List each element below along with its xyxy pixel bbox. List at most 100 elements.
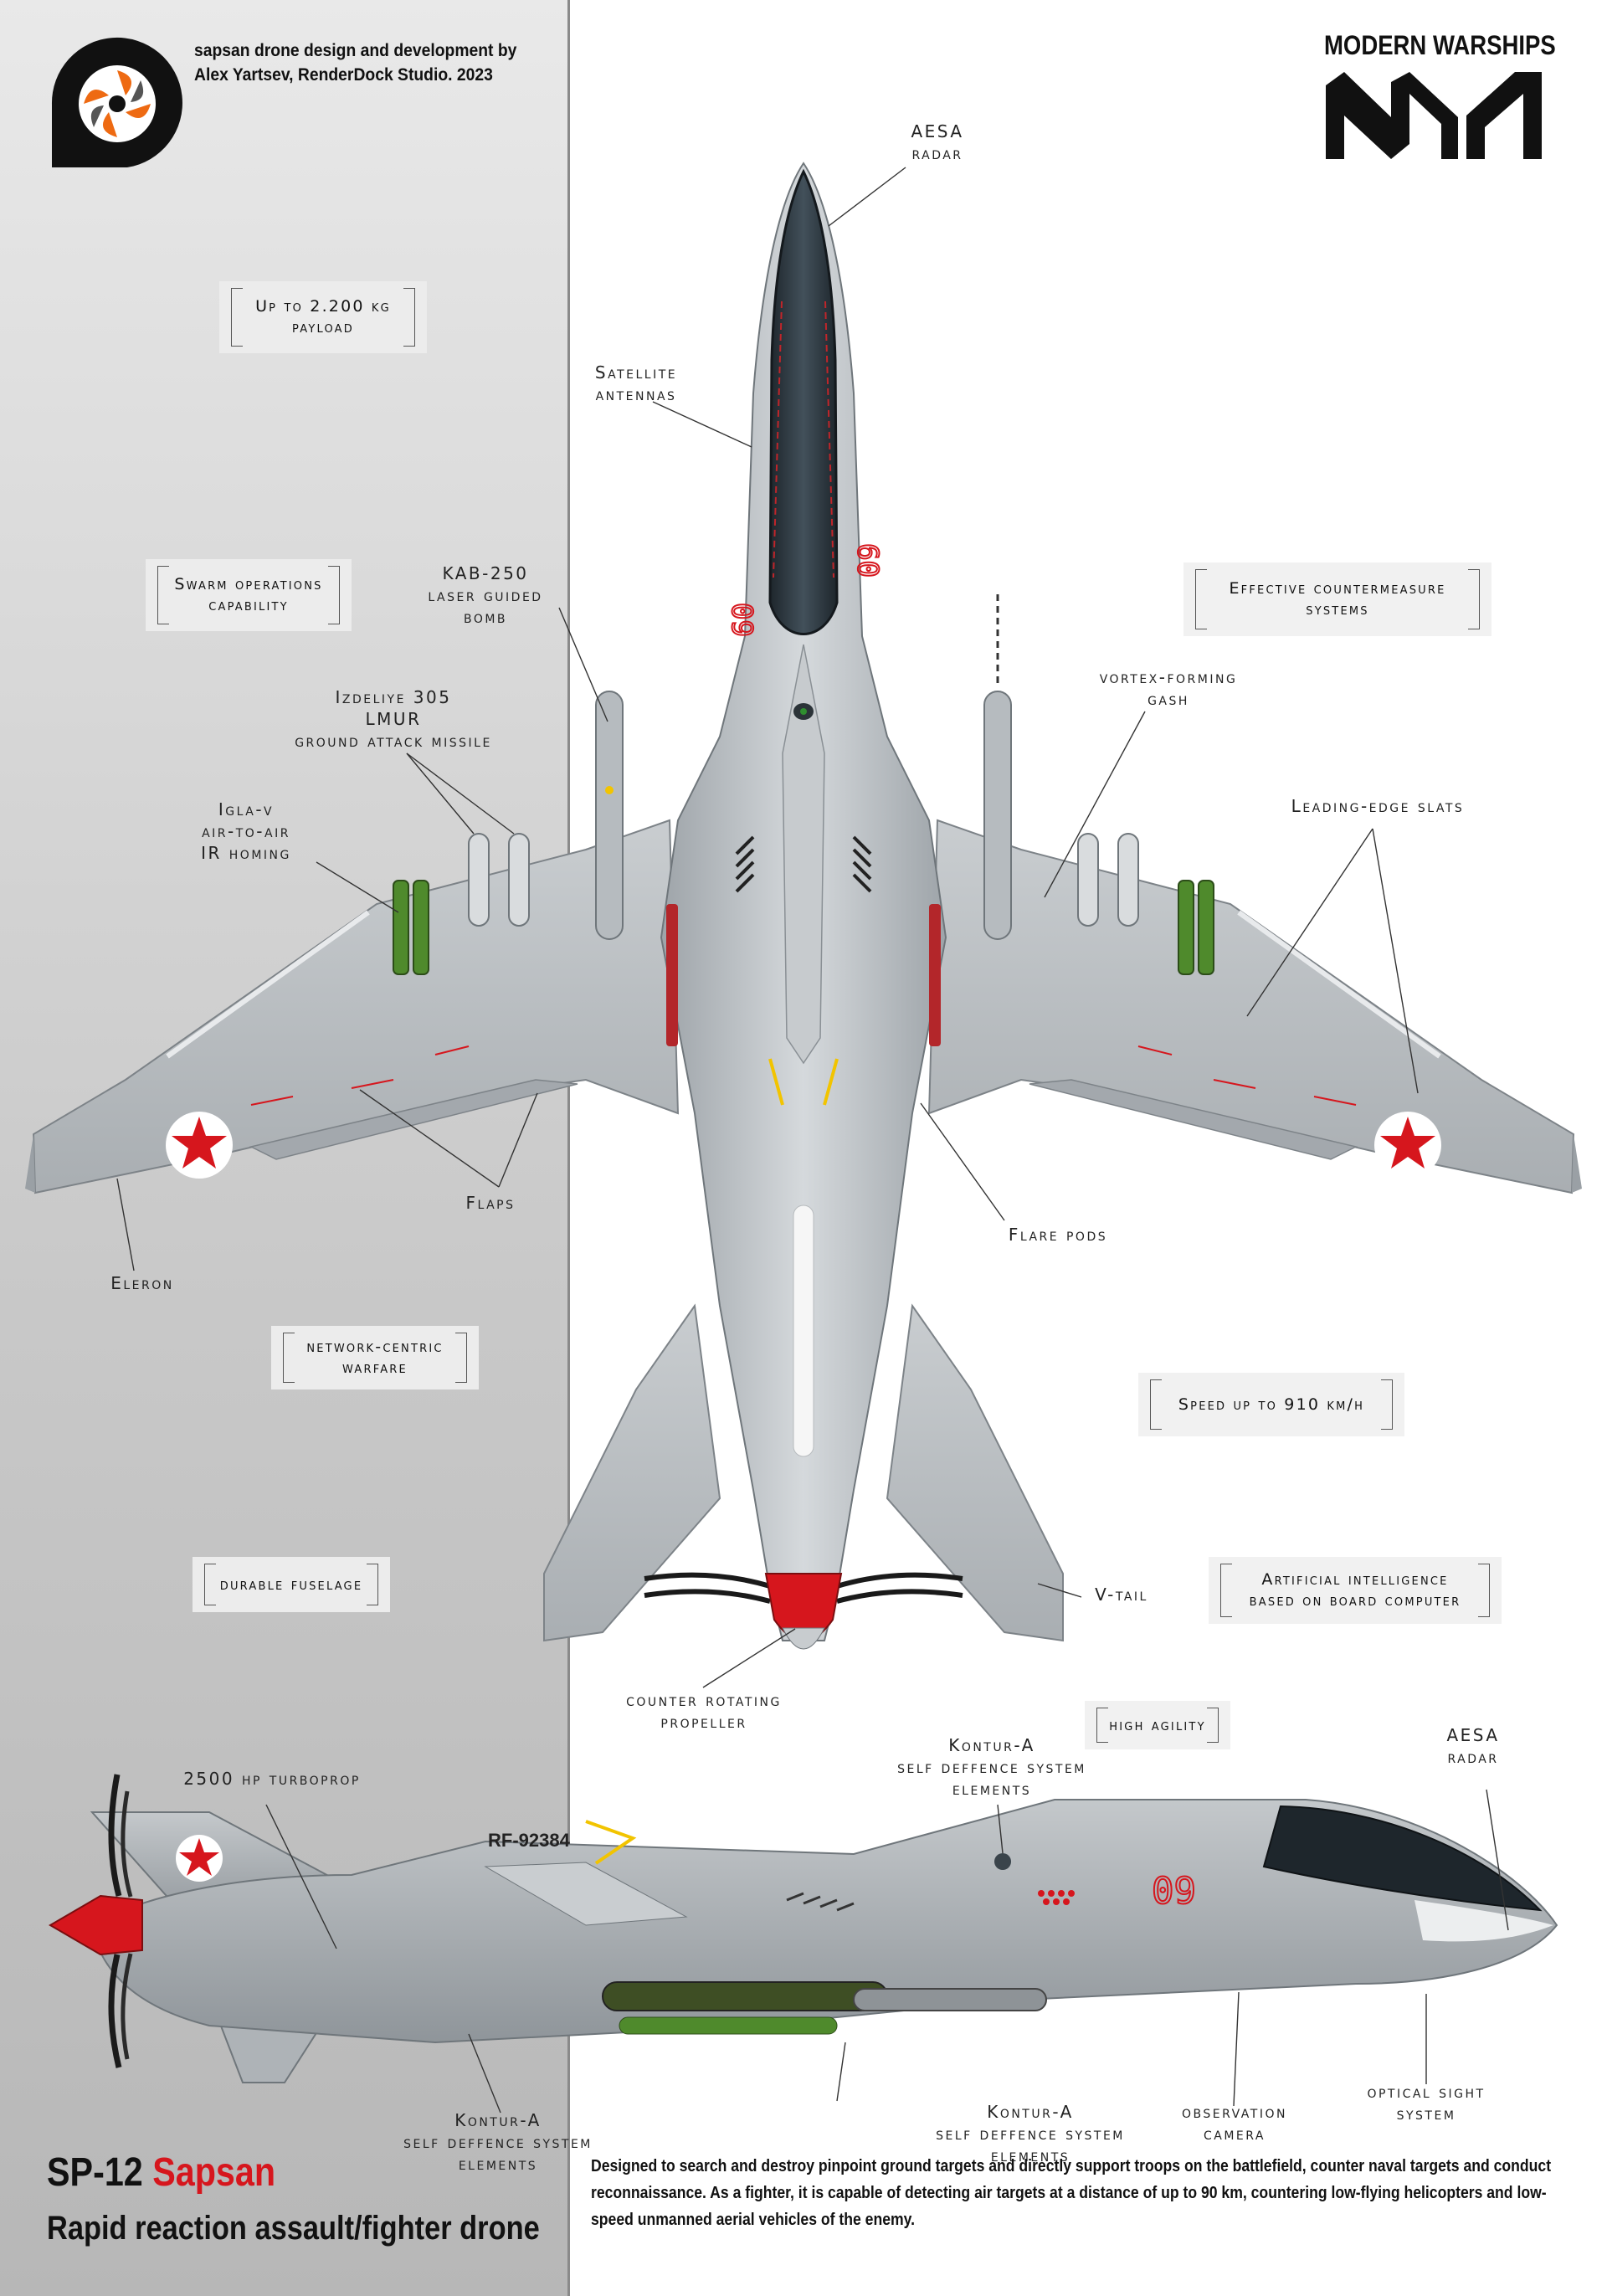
feature-fuselage-line-1: durable fuselage <box>219 1574 363 1594</box>
left-wing-flaps <box>249 1079 578 1160</box>
callout-eleron-line-1: Eleron <box>110 1273 174 1293</box>
feature-network-line-2: warfare <box>342 1359 408 1377</box>
feature-swarm-line-1: Swarm operations <box>174 575 323 593</box>
right-v-tail <box>886 1303 1064 1642</box>
feature-network-box: network-centric warfare <box>271 1326 479 1389</box>
callout-observation-line-1: observation <box>1182 2102 1287 2122</box>
svg-text:09: 09 <box>853 543 886 578</box>
callout-kontur-top: Kontur-A self deffence system elements <box>887 1734 1096 1800</box>
right-wing-flaps <box>1029 1079 1358 1160</box>
feature-payload-line-2: payload <box>292 318 354 336</box>
callout-satellite-line-1: Satellite <box>594 362 678 383</box>
callout-slats: Leading-edge slats <box>1259 795 1497 817</box>
callout-igla-line-2: air-to-air <box>202 821 290 841</box>
callout-aesa-top-line-1: AESA <box>911 121 964 141</box>
mw-logo-icon <box>1326 72 1542 159</box>
callout-slats-line-1: Leading-edge slats <box>1291 796 1465 816</box>
callout-flare-line-1: Flare pods <box>1008 1225 1108 1245</box>
product-subtitle: Rapid reaction assault/fighter drone <box>47 2210 540 2247</box>
kab-250-bomb-right <box>983 691 1012 940</box>
feature-ai-box: Artificial intelligence based on board c… <box>1209 1557 1502 1624</box>
side-number: 09 <box>1152 1870 1196 1913</box>
kab-250-bomb-left <box>595 691 624 940</box>
callout-aesa-top: AESA radar <box>887 121 988 164</box>
leader-lines <box>116 167 1509 2114</box>
callout-lmur: Izdeliye 305 LMUR ground attack missile <box>268 686 519 752</box>
callout-observation: observation camera <box>1163 2101 1306 2144</box>
callout-satellite: Satellite antennas <box>569 362 703 405</box>
callout-optical: optical sight system <box>1351 2081 1502 2124</box>
callout-lmur-line-3: ground attack missile <box>295 731 492 751</box>
callout-kab-line-2: laser guided <box>428 585 543 605</box>
callout-turboprop-line-1: 2500 hp turboprop <box>183 1769 361 1789</box>
feature-agility-line-1: high agility <box>1109 1715 1206 1734</box>
feature-countermeasure-box: Effective countermeasure systems <box>1183 562 1491 636</box>
callout-optical-line-1: optical sight <box>1367 2082 1486 2102</box>
product-description: Designed to search and destroy pinpoint … <box>591 2157 1552 2229</box>
callout-aesa-side-line-1: AESA <box>1446 1725 1500 1745</box>
feature-payload-box: Up to 2.200 kg payload <box>219 281 427 353</box>
product-name: SP-12 Sapsan <box>47 2150 275 2196</box>
callout-flare: Flare pods <box>993 1224 1123 1246</box>
callout-aesa-top-line-2: radar <box>911 143 963 163</box>
feature-swarm-line-2: capability <box>208 596 289 614</box>
callout-propeller-line-2: propeller <box>660 1712 747 1732</box>
callout-vortex-line-2: gash <box>1147 689 1189 709</box>
drone-side-view: RF-92384 09 <box>49 1774 1558 2083</box>
canopy <box>768 168 839 635</box>
callout-kontur-left-line-2: self deffence system <box>403 2132 593 2152</box>
callout-flaps: Flaps <box>449 1192 532 1214</box>
callout-propeller-line-1: counter rotating <box>626 1690 782 1710</box>
right-red-star-icon <box>1374 1112 1441 1179</box>
side-red-star-icon <box>176 1835 223 1882</box>
renderdock-logo-icon <box>51 37 182 167</box>
tail-number: RF-92384 <box>488 1830 571 1851</box>
callout-flaps-line-1: Flaps <box>465 1193 516 1213</box>
lmur-missiles <box>468 833 1139 927</box>
credit-text: sapsan drone design and development by A… <box>194 39 516 87</box>
callout-vortex: vortex-forming gash <box>1076 666 1260 710</box>
brand-title: MODERN WARSHIPS <box>1324 30 1556 60</box>
callout-kontur-mid-line-1: Kontur-A <box>987 2102 1074 2122</box>
feature-countermeasure-line-2: systems <box>1306 600 1369 619</box>
callout-kontur-mid: Kontur-A self deffence system elements <box>926 2101 1135 2166</box>
credit-line-2: Alex Yartsev, RenderDock Studio. 2023 <box>194 65 493 85</box>
callout-igla: Igla-v air-to-air IR homing <box>179 799 313 864</box>
credit-line-1: sapsan drone design and development by <box>194 41 517 60</box>
feature-speed-box: Speed up to 910 km/h <box>1138 1373 1404 1436</box>
callout-kontur-mid-line-2: self deffence system <box>936 2124 1125 2144</box>
callout-kontur-mid-line-3: elements <box>990 2145 1070 2165</box>
callout-eleron: Eleron <box>100 1272 184 1294</box>
left-red-star-icon <box>166 1112 233 1179</box>
callout-vtail: V-tail <box>1080 1584 1163 1605</box>
feature-fuselage-box: durable fuselage <box>193 1557 390 1612</box>
callout-turboprop: 2500 hp turboprop <box>167 1768 377 1790</box>
counter-rotating-propeller <box>644 1572 963 1650</box>
panel-divider <box>567 0 570 2296</box>
side-weapons <box>602 1981 1047 2035</box>
callout-aesa-side: AESA radar <box>1431 1724 1515 1768</box>
feature-network-line-1: network-centric <box>306 1338 444 1356</box>
callout-observation-line-2: camera <box>1203 2124 1266 2144</box>
feature-ai-line-1: Artificial intelligence <box>1261 1570 1449 1589</box>
drone-top-view: 09 09 <box>25 162 1582 1650</box>
callout-kontur-top-line-2: self deffence system <box>897 1757 1086 1777</box>
product-code: SP-12 <box>47 2150 143 2195</box>
feature-ai-line-2: based on board computer <box>1249 1591 1461 1610</box>
callout-kab-line-1: KAB-250 <box>442 563 529 583</box>
callout-lmur-line-1: Izdeliye 305 <box>335 687 452 707</box>
callout-kontur-top-line-3: elements <box>952 1779 1032 1799</box>
callout-kontur-left-line-3: elements <box>458 2154 538 2174</box>
callout-aesa-side-line-2: radar <box>1447 1747 1499 1767</box>
feature-payload-line-1: Up to 2.200 kg <box>255 297 391 316</box>
callout-propeller: counter rotating propeller <box>616 1689 792 1733</box>
product-title: Sapsan <box>152 2150 276 2195</box>
callout-vortex-line-1: vortex-forming <box>1099 667 1238 687</box>
feature-swarm-box: Swarm operations capability <box>146 559 352 631</box>
callout-kontur-left-line-1: Kontur-A <box>454 2110 542 2130</box>
callout-igla-line-1: Igla-v <box>218 799 275 819</box>
callout-kab: KAB-250 laser guided bomb <box>402 562 569 628</box>
callout-optical-line-2: system <box>1396 2103 1456 2124</box>
feature-countermeasure-line-1: Effective countermeasure <box>1229 579 1446 598</box>
